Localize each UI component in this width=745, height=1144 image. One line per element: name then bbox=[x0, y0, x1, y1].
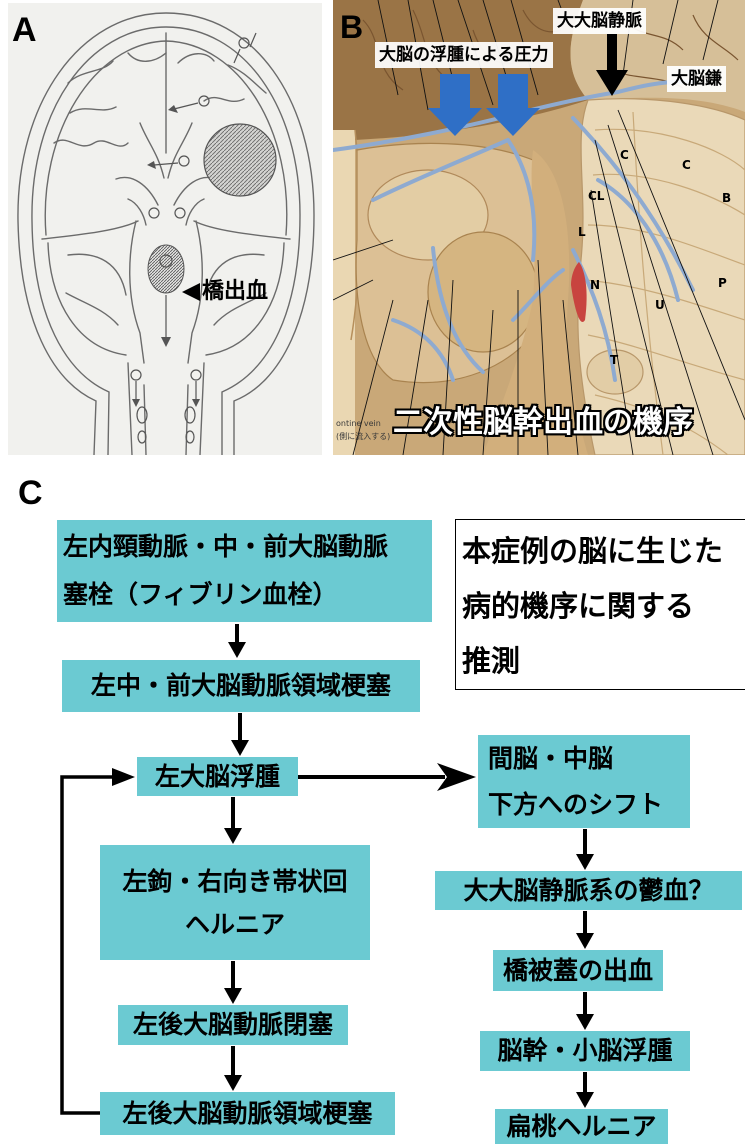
structure-letter: U bbox=[655, 298, 665, 312]
flow-box-line: 左後大脳動脈閉塞 bbox=[132, 1010, 333, 1039]
head-coronal-drawing bbox=[17, 12, 315, 455]
flow-box-line: 左中・前大脳動脈領域梗塞 bbox=[90, 671, 391, 700]
panel-a-label: A bbox=[12, 11, 37, 49]
tentorium bbox=[41, 220, 291, 240]
arrow-hemorrhage-to-edema bbox=[576, 992, 594, 1030]
panel-a: A 橋出血 bbox=[8, 3, 322, 455]
structure-letter: T bbox=[610, 353, 619, 367]
pressure-arrows-icon bbox=[428, 74, 540, 136]
left-pointer-icon bbox=[182, 283, 200, 301]
uncus-region bbox=[367, 169, 489, 261]
structure-letter: C bbox=[620, 148, 629, 162]
flow-box-line: 大大脳静脈系の鬱血？ bbox=[463, 875, 714, 905]
note-line: 本症例の脳に生じた bbox=[462, 534, 724, 568]
flow-box-venous-congestion: 大大脳静脈系の鬱血？ bbox=[435, 871, 742, 910]
skull-base-strip bbox=[333, 130, 355, 455]
flow-box-line: 橋被蓋の出血 bbox=[502, 955, 653, 985]
pons-hemorrhage-label: 橋出血 bbox=[202, 279, 269, 304]
brainstem-outline bbox=[129, 220, 203, 364]
structure-letter: C bbox=[682, 158, 691, 172]
arrow-embolism-to-infarct bbox=[228, 624, 246, 658]
arrow-edema-to-uncal-herniation bbox=[224, 797, 242, 844]
flow-box-pca-infarct: 左後大脳動脈領域梗塞 bbox=[100, 1092, 395, 1135]
hematoma bbox=[203, 123, 277, 197]
flow-box-line: 左内頸動脈・中・前大脳動脈 bbox=[63, 532, 389, 561]
spinal-canal bbox=[127, 362, 205, 455]
panel-b-label: B bbox=[340, 9, 364, 45]
structure-letter: CL bbox=[588, 189, 605, 203]
source-text-fragment: (側に流入する) bbox=[336, 432, 391, 441]
flow-box-line: 脳幹・小脳浮腫 bbox=[497, 1036, 673, 1065]
cerebellar-folia bbox=[584, 111, 745, 455]
arrow-herniation-to-pca-occlusion bbox=[224, 961, 242, 1004]
tegmental-hemorrhage bbox=[571, 262, 587, 322]
great-cerebral-vein-label: 大大脳静脈 bbox=[553, 8, 646, 34]
flow-box-brainstem-edema: 脳幹・小脳浮腫 bbox=[480, 1031, 690, 1071]
arrowheads bbox=[132, 105, 200, 407]
falx-midline bbox=[139, 32, 193, 179]
flow-box-line: 左後大脳動脈領域梗塞 bbox=[122, 1098, 373, 1128]
herniation-arrows bbox=[130, 32, 257, 444]
flow-box-line: 左大脳浮腫 bbox=[154, 761, 280, 791]
arrow-congestion-to-hemorrhage bbox=[576, 911, 594, 949]
arrow-infarct-to-edema bbox=[231, 713, 249, 756]
flow-box-line: 下方へのシフト bbox=[488, 789, 664, 819]
down-arrow-icon bbox=[596, 34, 628, 96]
note-line: 病的機序に関する bbox=[462, 589, 695, 623]
flow-box-pca-occlusion: 左後大脳動脈閉塞 bbox=[118, 1005, 348, 1045]
structure-letter: L bbox=[578, 225, 586, 239]
arrow-edema-to-shift bbox=[298, 763, 476, 791]
flow-box-tegmental-hemorrhage: 橋被蓋の出血 bbox=[493, 950, 663, 991]
flow-box-tonsillar-herniation: 扁桃ヘルニア bbox=[495, 1109, 668, 1144]
skull-outer-outline bbox=[17, 12, 315, 455]
source-text-fragment: ontine vein bbox=[336, 419, 381, 428]
flow-box-line: 扁桃ヘルニア bbox=[506, 1111, 657, 1141]
flow-box-line: 間脳・中脳 bbox=[488, 743, 614, 773]
gyri-lines bbox=[53, 52, 267, 147]
arrow-occlusion-to-pca-infarct bbox=[224, 1046, 242, 1091]
falx-label: 大脳鎌 bbox=[667, 66, 726, 92]
note-line: 推測 bbox=[462, 644, 521, 678]
flow-box-line: 塞栓（フィブリン血栓） bbox=[63, 580, 338, 609]
panel-b: B 大大脳静脈 大脳の浮腫による圧力 大脳鎌 C C CL B L N U P … bbox=[333, 0, 745, 455]
pons-hemorrhage bbox=[147, 244, 185, 294]
flow-box-uncal-herniation: 左鉤・右向き帯状回 ヘルニア bbox=[100, 845, 370, 960]
brainstem-region bbox=[483, 150, 588, 455]
pressure-label: 大脳の浮腫による圧力 bbox=[375, 42, 553, 68]
flow-box-downward-shift: 間脳・中脳 下方へのシフト bbox=[478, 735, 690, 828]
flow-box-line: ヘルニア bbox=[184, 909, 285, 939]
cerebellum-outline bbox=[47, 242, 285, 356]
hypothesis-note: 本症例の脳に生じた 病的機序に関する 推測 bbox=[455, 519, 745, 690]
skull-inner-outline bbox=[31, 26, 301, 455]
arrow-edema-to-tonsillar-herniation bbox=[576, 1072, 594, 1108]
panel-c-label: C bbox=[18, 474, 43, 512]
flow-box-line: 左鉤・右向き帯状回 bbox=[122, 866, 348, 896]
flow-box-embolism: 左内頸動脈・中・前大脳動脈 塞栓（フィブリン血栓） bbox=[57, 520, 432, 622]
flow-box-mca-aca-infarct: 左中・前大脳動脈領域梗塞 bbox=[62, 660, 420, 712]
arrow-shift-to-congestion bbox=[576, 829, 594, 870]
structure-letter: N bbox=[590, 278, 601, 292]
panel-b-caption: 二次性脳幹出血の機序 bbox=[393, 405, 693, 440]
ventricles bbox=[115, 176, 217, 226]
midbrain-region bbox=[427, 231, 539, 353]
structure-letter: B bbox=[722, 191, 732, 205]
structure-letter: P bbox=[718, 276, 727, 290]
flow-box-cerebral-edema: 左大脳浮腫 bbox=[137, 757, 298, 796]
